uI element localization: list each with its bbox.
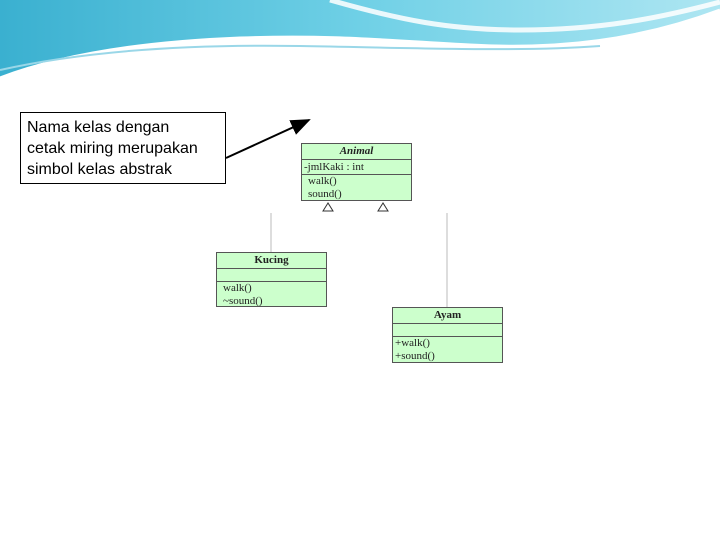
class-name-kucing: Kucing [217,253,326,269]
generalization-triangle-right [378,203,388,211]
operation-walk: walk() [217,282,326,295]
operation-walk: +walk() [393,337,502,350]
operation-walk: walk() [302,175,411,188]
class-ayam: Ayam +walk() +sound() [392,307,503,363]
class-name-animal: Animal [302,144,411,160]
operation-sound: sound() [302,188,411,201]
pointer-arrow [226,120,309,158]
attributes-empty [217,269,326,282]
class-kucing: Kucing walk() ~sound() [216,252,327,307]
class-name-ayam: Ayam [393,308,502,324]
attribute-jmlkaki: -jmlKaki : int [302,160,411,175]
generalization-triangle-left [323,203,333,211]
operation-sound: ~sound() [217,295,326,308]
class-animal: Animal -jmlKaki : int walk() sound() [301,143,412,201]
attributes-empty [393,324,502,337]
operation-sound: +sound() [393,350,502,363]
